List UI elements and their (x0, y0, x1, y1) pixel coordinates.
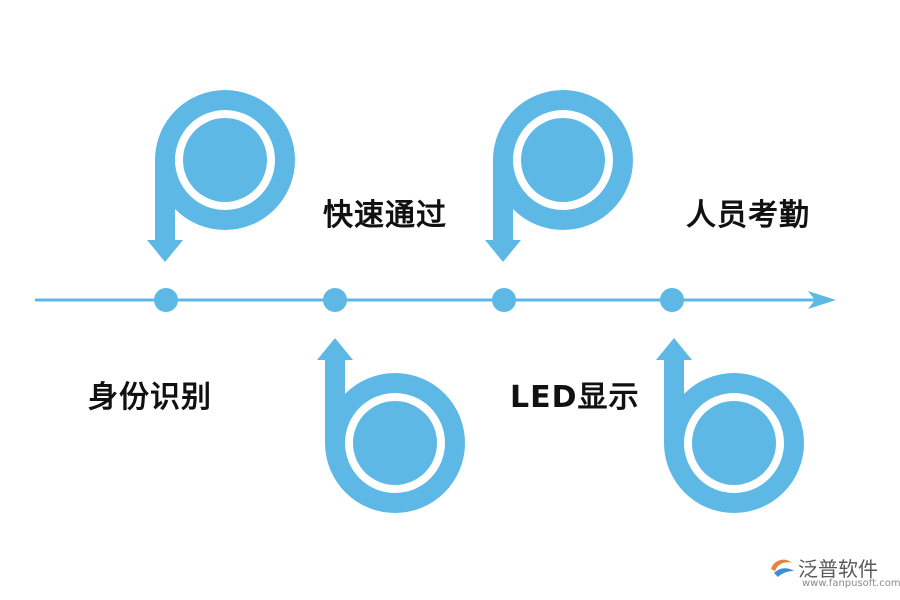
watermark: 泛普软件 www.fanpusoft.com (768, 553, 900, 595)
step-label-identity: 身份识别 (88, 380, 212, 415)
step-label-fast-pass: 快速通过 (323, 198, 447, 233)
arrow-up-loop-icon (317, 338, 465, 513)
step-label-led-display: LED显示 (510, 380, 640, 415)
brand-logo-icon (771, 559, 794, 577)
arrow-up-loop-icon (656, 338, 804, 513)
step-label-attendance: 人员考勤 (686, 198, 810, 233)
watermark-url: www.fanpusoft.com (802, 578, 900, 589)
timeline-node-4 (660, 288, 684, 312)
timeline-node-2 (323, 288, 347, 312)
timeline-node-1 (154, 288, 178, 312)
watermark-brand: 泛普软件 (798, 557, 878, 581)
timeline-arrowhead-icon (808, 291, 836, 309)
arrow-down-loop-icon (485, 90, 633, 262)
timeline-node-3 (492, 288, 516, 312)
arrow-down-loop-icon (147, 90, 295, 262)
